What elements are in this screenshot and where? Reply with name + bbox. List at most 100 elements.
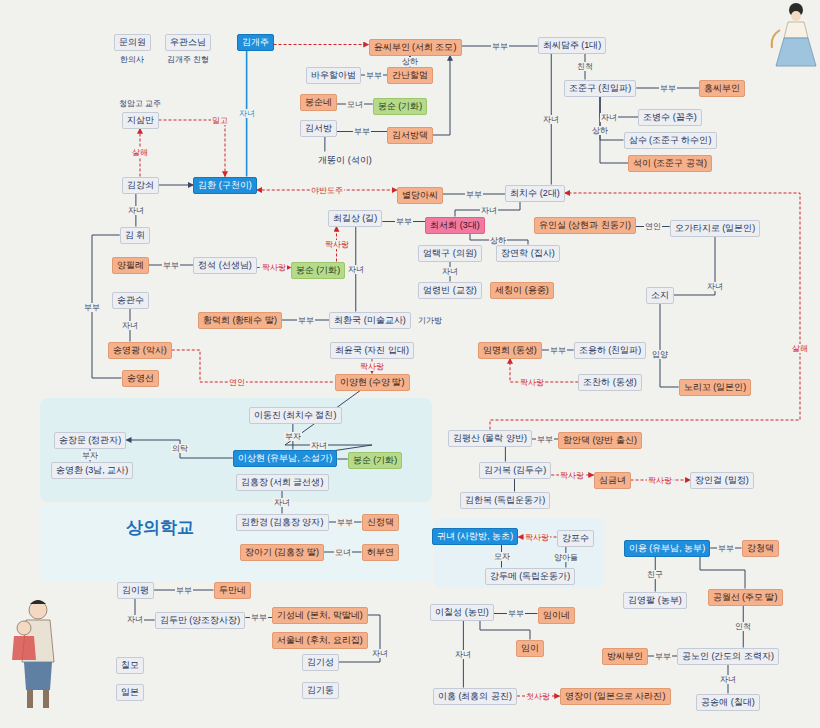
person-box: 김기동 (302, 682, 339, 699)
node-text: 김한복 (독립운동가) (465, 495, 546, 506)
node-text: 김평산 (몰락 양반) (453, 433, 527, 444)
note-text: 기가방 (418, 315, 442, 326)
person-box: 조준구 (친일파) (564, 80, 637, 97)
node-text: 이칠성 (농민) (435, 607, 489, 618)
node-text: 김강쇠 (127, 180, 154, 191)
node-text: 최길상 (길) (333, 213, 378, 224)
person-box: 송영선 (122, 370, 159, 387)
relation-line (480, 621, 530, 640)
node-text: 김영팔 (농부) (628, 595, 682, 606)
node-text: 우관스님 (170, 37, 206, 48)
person-box: 삼수 (조준구 하수인) (624, 132, 717, 149)
node-text: 김기성 (307, 657, 334, 668)
relation-label: 자녀 (480, 206, 498, 215)
node-text: 바우할아범 (311, 70, 356, 81)
relation-label: 자녀 (719, 675, 737, 684)
relation-line (660, 304, 679, 388)
relation-line (159, 120, 226, 177)
node-text: 장인걸 (밀정) (695, 475, 749, 486)
relation-label: 짝사랑 (261, 263, 287, 272)
person-box: 봉순 (기화) (291, 262, 346, 279)
person-box: 우관스님 (165, 34, 211, 51)
person-box: 홍씨부인 (699, 80, 745, 97)
relation-label: 모자 (493, 552, 511, 561)
person-box: 김환 (구천이) (193, 177, 257, 194)
person-box: 이용 (유부남, 농부) (624, 540, 711, 557)
node-text: 임이네 (543, 610, 570, 621)
person-box: 김평산 (몰락 양반) (448, 430, 532, 447)
relation-line (337, 459, 348, 460)
relation-label: 부부 (395, 217, 413, 226)
person-box: 공송애 (칠대) (696, 694, 760, 711)
node-text: 최윤국 (자진 입대) (335, 345, 409, 356)
node-text: 최환국 (미술교사) (334, 315, 406, 326)
person-box: 김한복 (독립운동가) (460, 492, 551, 509)
relation-label: 부부 (717, 544, 735, 553)
person-box: 김서방댁 (387, 127, 433, 144)
relation-label: 입양 (651, 350, 669, 359)
node-text: 송영광 (악사) (113, 345, 167, 356)
node-text: 김개주 (242, 37, 269, 48)
node-text: 봉순 (기화) (378, 101, 423, 112)
node-text: 최씨담주 (1대) (543, 40, 602, 51)
person-box: 정석 (선생님) (193, 257, 257, 274)
relation-label: 자녀 (126, 615, 144, 624)
node-text: 일본 (121, 687, 139, 698)
relation-label: 상하 (591, 126, 609, 135)
person-box: 조병수 (꼽추) (638, 109, 702, 126)
person-box: 김두만 (양조장사장) (155, 612, 246, 629)
node-text: 칠모 (121, 660, 139, 671)
person-box: 세칭이 (용중) (490, 282, 554, 299)
node-text: 개똥이 (석이) (318, 155, 372, 166)
relation-line (433, 56, 450, 136)
person-box: 강포수 (557, 530, 594, 547)
person-box: 송장문 (정관자) (54, 432, 127, 449)
relation-label: 살해 (131, 148, 149, 157)
relation-label: 상하 (489, 236, 507, 245)
node-text: 김기동 (307, 685, 334, 696)
node-text: 윤씨부인 (서희 조모) (374, 42, 457, 53)
relation-label: 자녀 (454, 650, 472, 659)
node-text: 삼수 (조준구 하수인) (629, 135, 712, 146)
node-text: 장연학 (집사) (501, 248, 555, 259)
person-box: 영장이 (일본으로 사라진) (560, 688, 671, 705)
person-box: 김이평 (117, 582, 154, 599)
relation-line (490, 193, 800, 430)
relation-label: 부부 (83, 303, 101, 312)
relation-line (455, 202, 520, 217)
person-box: 일본 (116, 684, 144, 701)
node-text: 임명희 (동생) (483, 345, 537, 356)
node-text: 정석 (선생님) (198, 260, 252, 271)
node-text: 엄택구 (의원) (423, 248, 477, 259)
relation-label: 친구 (646, 570, 664, 579)
relation-line (159, 185, 194, 186)
person-box: 함안댁 (양반 출신) (558, 432, 642, 449)
node-text: 송영선 (127, 373, 154, 384)
person-box: 김거복 (김두수) (479, 462, 552, 479)
node-text: 영장이 (일본으로 사라진) (565, 691, 666, 702)
relation-label: 부부 (465, 190, 483, 199)
person-box: 장연학 (집사) (496, 245, 560, 262)
relation-label: 자녀 (310, 441, 328, 450)
relation-label: 자녀 (121, 321, 139, 330)
relation-label: 부부 (250, 613, 268, 622)
node-text: 김홍장 (서희 글선생) (241, 477, 324, 488)
person-box: 김강쇠 (122, 177, 159, 194)
person-box: 귀녀 (사랑방, 농초) (432, 528, 519, 545)
person-box: 봉순네 (300, 94, 337, 111)
node-text: 함안댁 (양반 출신) (563, 435, 637, 446)
relation-label: 부자 (81, 451, 99, 460)
node-text: 기성네 (본처, 막딸네) (277, 610, 363, 621)
relation-label: 자녀 (273, 498, 291, 507)
relation-label: 야반도주 (310, 186, 344, 195)
node-text: 김이평 (122, 585, 149, 596)
note-text: 한의사 (120, 54, 144, 65)
relation-label: 짝사랑 (324, 240, 350, 249)
node-text: 간난할멈 (392, 70, 428, 81)
node-text: 오가타지로 (일본인) (675, 223, 756, 234)
person-box: 문의원 (114, 34, 151, 51)
person-box: 이상현 (유부남, 소설가) (233, 450, 338, 467)
person-box: 공노인 (간도의 조력자) (677, 648, 779, 665)
person-box: 별당아씨 (397, 187, 443, 204)
person-box: 이동진 (최치수 절친) (249, 407, 342, 424)
